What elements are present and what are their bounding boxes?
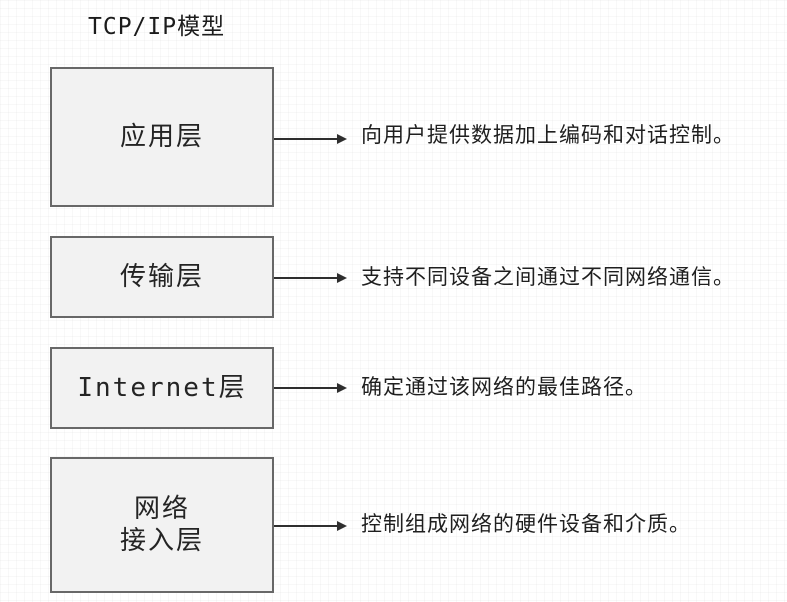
- arrow-shaft: [274, 277, 337, 279]
- layer-description-network-access: 控制组成网络的硬件设备和介质。: [361, 512, 691, 536]
- layer-box-network-access: 网络 接入层: [50, 457, 274, 593]
- layer-label-internet: Internet层: [77, 372, 247, 403]
- arrow-right-icon: [274, 273, 347, 283]
- layer-box-internet: Internet层: [50, 347, 274, 429]
- layer-box-application: 应用层: [50, 67, 274, 207]
- arrow-right-icon: [274, 383, 347, 393]
- arrow-shaft: [274, 138, 337, 140]
- layer-label-transport: 传输层: [119, 261, 204, 292]
- arrow-shaft: [274, 387, 337, 389]
- layer-description-internet: 确定通过该网络的最佳路径。: [361, 375, 647, 399]
- layer-description-application: 向用户提供数据加上编码和对话控制。: [361, 123, 735, 147]
- arrow-right-icon: [274, 521, 347, 531]
- arrow-shaft: [274, 525, 337, 527]
- layer-label-network-access: 网络 接入层: [119, 493, 204, 557]
- layer-box-transport: 传输层: [50, 236, 274, 318]
- arrow-head: [337, 273, 347, 283]
- arrow-head: [337, 134, 347, 144]
- arrow-head: [337, 383, 347, 393]
- layer-label-application: 应用层: [119, 121, 204, 152]
- diagram-title: TCP/IP模型: [88, 14, 226, 40]
- arrow-right-icon: [274, 134, 347, 144]
- arrow-head: [337, 521, 347, 531]
- layer-description-transport: 支持不同设备之间通过不同网络通信。: [361, 265, 735, 289]
